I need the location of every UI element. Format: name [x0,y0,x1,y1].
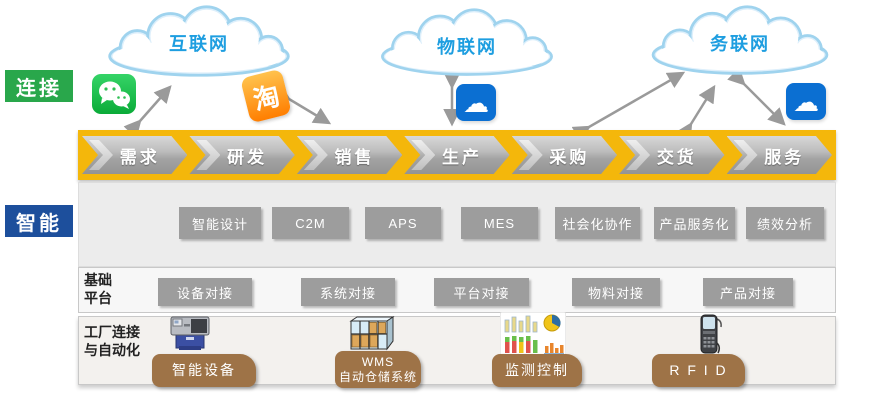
chain-step-rnd: 研发 [189,136,294,174]
cloud-app-icon: ☁ [456,84,496,121]
chain-step-procurement: 采购 [512,136,617,174]
smart-box-performance: 绩效分析 [746,207,824,239]
rfid-scanner-icon [697,313,725,360]
smart-box-design: 智能设计 [179,207,261,239]
platform-box-product: 产品对接 [703,278,793,306]
platform-box-platform: 平台对接 [434,278,529,306]
chain-step-delivery: 交货 [619,136,724,174]
platform-box-material: 物料对接 [572,278,660,306]
factory-box-monitoring: 监测控制 [492,354,582,387]
cnc-machine-icon [167,312,213,359]
platform-box-system: 系统对接 [301,278,395,306]
cloud-internet: 互联网 [93,4,305,80]
connect-tag: 连接 [5,70,73,102]
smart-box-aps: APS [365,207,441,239]
wechat-icon [92,74,136,114]
cloud-service-net: 务联网 [626,4,854,78]
cloud-label-iot: 物联网 [437,37,497,57]
cloud-shape-icon [381,8,553,76]
cloud-label-service-net: 务联网 [710,34,770,54]
chain-step-production: 生产 [404,136,509,174]
factory-box-smart-equipment: 智能设备 [152,354,256,387]
smart-box-c2m: C2M [272,207,349,239]
cloud-iot: 物联网 [358,7,576,79]
chain-step-service: 服务 [727,136,832,174]
cloud-shape-icon [108,5,290,77]
cloud-shape-icon [651,5,829,75]
chain-step-sales: 销售 [297,136,402,174]
chain-step-demand: 需求 [82,136,187,174]
intelligent-tag: 智能 [5,205,73,237]
smart-box-collaboration: 社会化协作 [555,207,640,239]
cloud-app-icon: ☁ [786,83,826,120]
factory-label: 工厂连接 与自动化 [84,324,140,358]
platform-box-device: 设备对接 [158,278,252,306]
platform-label: 基础 平台 [84,272,112,306]
cloud-label-internet: 互联网 [169,34,229,54]
factory-box-rfid: R F I D [652,354,745,387]
process-chain: 需求 研发 销售 生产 采购 交货 服务 [78,130,836,180]
smart-box-mes: MES [461,207,538,239]
warehouse-rack-icon [347,313,395,358]
smart-box-servitization: 产品服务化 [654,207,735,239]
